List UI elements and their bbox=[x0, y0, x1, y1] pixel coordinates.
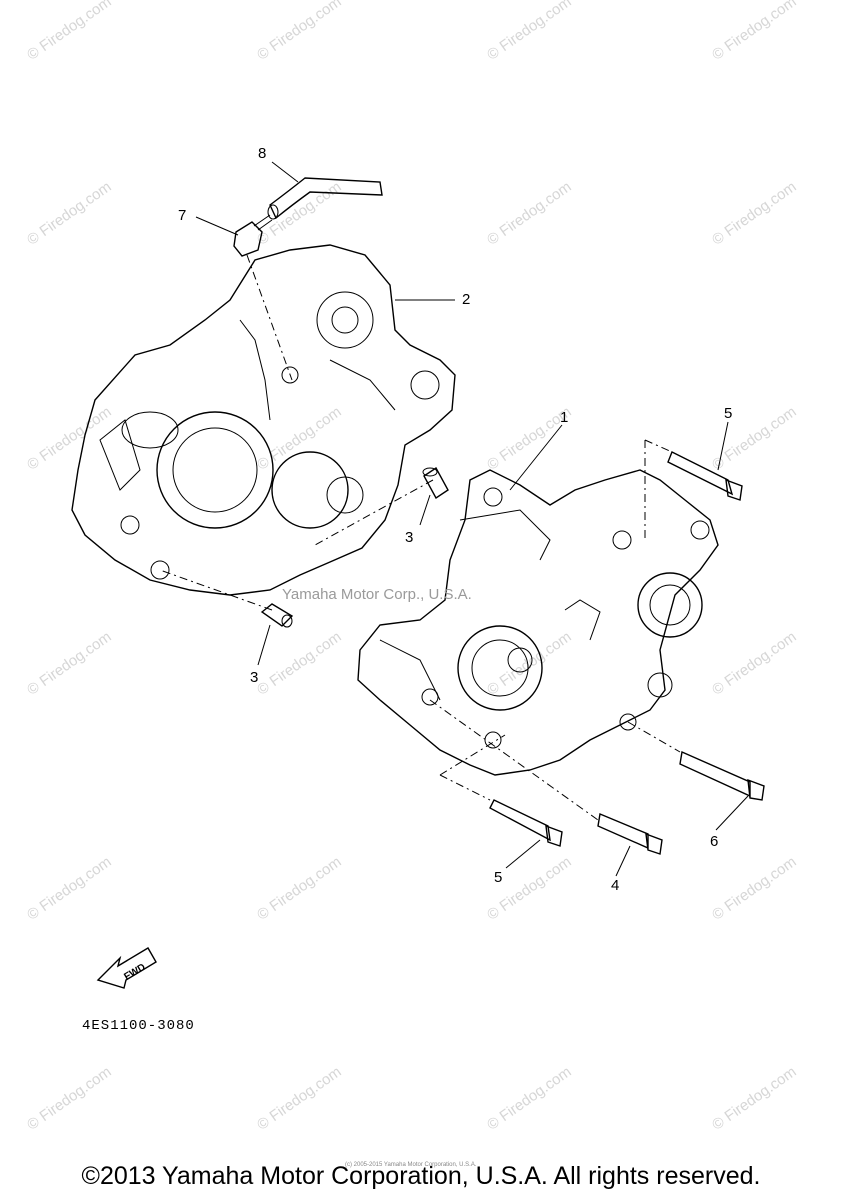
part-3-dowel-lower bbox=[260, 603, 294, 628]
part-8-hose bbox=[267, 177, 383, 220]
callout-5-lower: 5 bbox=[494, 869, 502, 886]
alignment-lines bbox=[159, 254, 681, 821]
part-3-dowel-upper bbox=[422, 466, 449, 500]
part-4-bolt bbox=[597, 813, 663, 855]
part-2-left-crankcase bbox=[71, 244, 456, 596]
part-6-bolt bbox=[679, 750, 765, 801]
callout-5-upper: 5 bbox=[724, 405, 732, 422]
copyright-notice: ©2013 Yamaha Motor Corporation, U.S.A. A… bbox=[81, 1162, 761, 1190]
callout-7: 7 bbox=[178, 207, 186, 224]
callout-8: 8 bbox=[258, 145, 266, 162]
diagram-code: 4ES1100-3080 bbox=[82, 1018, 195, 1034]
part-7-fitting bbox=[233, 214, 273, 257]
callout-2: 2 bbox=[462, 291, 470, 308]
callout-6: 6 bbox=[710, 833, 718, 850]
callout-3-upper: 3 bbox=[405, 529, 413, 546]
part-1-right-crankcase bbox=[357, 469, 719, 776]
callout-4: 4 bbox=[611, 877, 619, 894]
footer-small-copyright: (c) 2005-2015 Yamaha Motor Corporation, … bbox=[345, 1162, 477, 1168]
fwd-arrow-icon: FWD bbox=[96, 947, 157, 989]
callout-3-lower: 3 bbox=[250, 669, 258, 686]
center-watermark: Yamaha Motor Corp., U.S.A. bbox=[282, 586, 472, 603]
part-5-bolt-lower bbox=[489, 799, 563, 847]
part-5-bolt-upper bbox=[667, 451, 743, 501]
callout-1: 1 bbox=[560, 409, 568, 426]
fwd-label: FWD bbox=[122, 962, 147, 983]
leader-lines bbox=[195, 161, 749, 877]
